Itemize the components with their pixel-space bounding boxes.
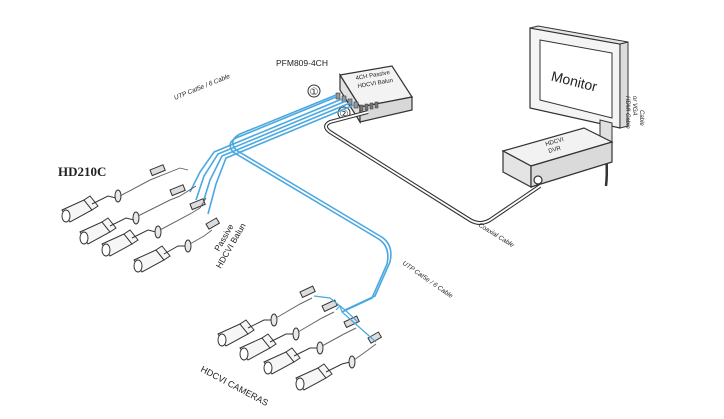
svg-text:②: ② xyxy=(340,109,349,120)
passive-balun-hub: 4CH Passive HDCVI Balun xyxy=(335,65,413,125)
svg-text:Cable: Cable xyxy=(638,110,644,126)
camera-lower-4 xyxy=(295,331,383,391)
camera-lower-1 xyxy=(217,285,316,347)
camera-hd210c-3 xyxy=(101,198,206,257)
utp-cable-label-top: UTP Cat5e / 6 Cable xyxy=(173,73,231,102)
svg-text:DVR: DVR xyxy=(548,145,562,154)
utp-cable-label-bottom: UTP Cat5e / 6 Cable xyxy=(401,260,454,300)
port-1-marker: ① xyxy=(307,84,321,98)
hdmi-cable-label: HDMI Cable or VGA Cable xyxy=(624,96,644,129)
hdcvi-dvr: HDCVI DVR xyxy=(501,127,614,189)
svg-text:or VGA: or VGA xyxy=(631,96,637,116)
svg-text:HDMI Cable: HDMI Cable xyxy=(624,96,630,129)
coaxial-cable-label: Coaxial Cable xyxy=(477,222,515,250)
camera-hd210c-1 xyxy=(61,164,166,223)
monitor: Monitor xyxy=(529,25,629,147)
svg-text:HDCVI: HDCVI xyxy=(545,137,565,148)
camera-hd210c-4 xyxy=(133,217,221,273)
camera-lower-3 xyxy=(263,315,360,375)
lower-utp-links xyxy=(313,295,377,343)
camera-model-label: HD210C xyxy=(58,164,106,179)
camera-hd210c-2 xyxy=(79,184,186,245)
cameras-caption: HDCVI CAMERAS xyxy=(199,364,270,408)
splitter-model-label: PFM809-4CH xyxy=(276,58,328,68)
balun-cable-lines xyxy=(159,167,207,209)
camera-lower-2 xyxy=(239,299,338,361)
svg-text:①: ① xyxy=(310,87,319,98)
utp-cable-bundle xyxy=(189,94,392,313)
